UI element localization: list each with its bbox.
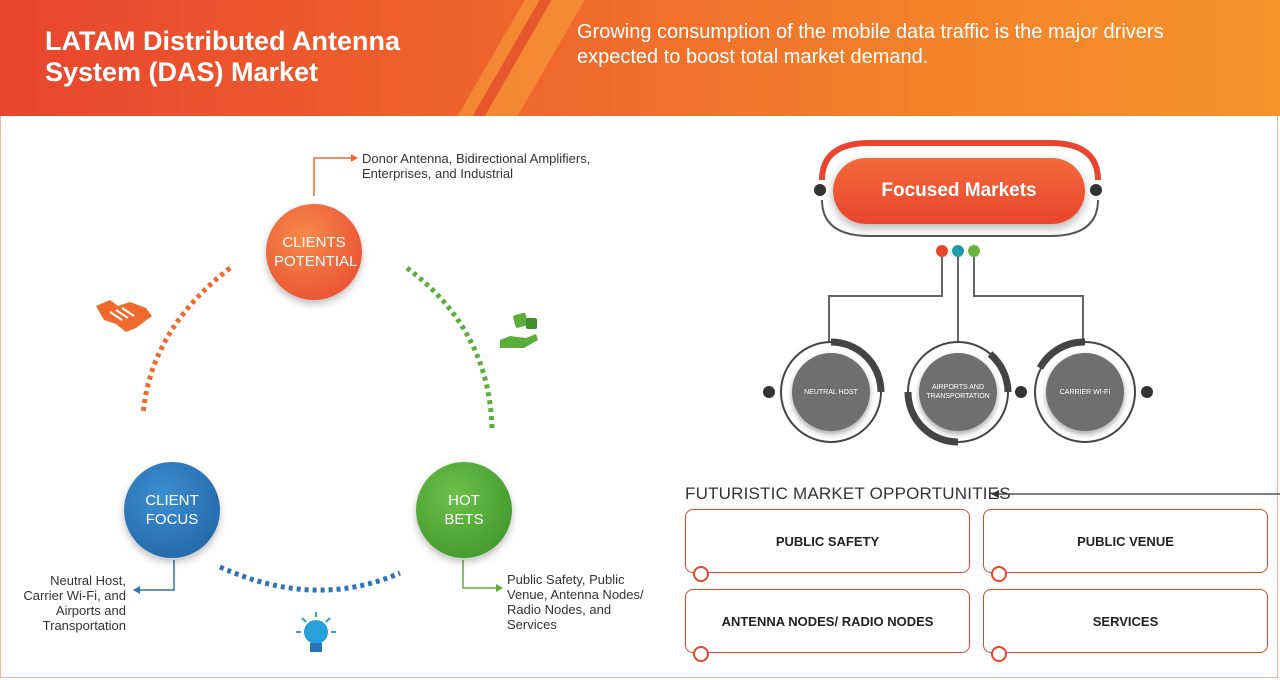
connector-clients-potential [313,157,352,196]
ring-accent-neutral-host [830,338,885,393]
ring-accent-airports-2 [987,351,1012,393]
client-focus-label: CLIENT FOCUS [145,492,199,528]
opportunities-arrow-head [991,490,999,498]
ring-accent-carrier-wifi [1036,338,1086,370]
focused-market-neutral-host: NEUTRAL HOST [792,353,870,431]
opportunity-card-services: SERVICES [983,589,1268,653]
opportunity-label: SERVICES [1092,613,1159,629]
branch-dot-3 [968,245,980,257]
clients-potential-label: CLIENTS POTENTIAL [274,234,358,270]
content-frame [0,116,1278,678]
focused-market-carrier-wifi: CARRIER WI-FI [1046,353,1124,431]
focused-market-label: NEUTRAL HOST [804,388,858,396]
opportunity-marker [693,646,709,662]
arrow-client-focus [133,586,140,594]
arrow-clients-potential [351,154,358,162]
lightbulb-icon [296,612,336,652]
page-subtitle: Growing consumption of the mobile data t… [577,21,1164,68]
opportunities-title: FUTURISTIC MARKET OPPORTUNITIES [685,484,1011,503]
connector-hot-bets [462,560,496,589]
opportunity-marker [991,566,1007,582]
pill-bracket-bottom [821,199,1099,237]
ring-accent-airports [904,391,959,446]
pill-bracket-top [819,140,1101,181]
clients-potential-node: CLIENTS POTENTIAL [266,204,362,300]
opportunity-card-public-safety: PUBLIC SAFETY [685,509,970,573]
hot-bets-label: HOT BETS [444,492,484,528]
hot-bets-node: HOT BETS [416,462,512,558]
client-focus-node: CLIENT FOCUS [124,462,220,558]
focused-markets-pill: Focused Markets [833,158,1085,224]
focused-market-label: AIRPORTS AND TRANSPORTATION [926,384,990,400]
opportunity-marker [991,646,1007,662]
opportunity-marker [693,566,709,582]
pill-endpoint-right [1090,184,1102,196]
opportunity-label: PUBLIC VENUE [1077,533,1174,549]
opportunity-card-public-venue: PUBLIC VENUE [983,509,1268,573]
client-focus-description: Neutral Host, Carrier Wi-Fi, and Airport… [23,573,126,633]
arrow-hot-bets [496,584,503,592]
hot-bets-description: Public Safety, Public Venue, Antenna Nod… [507,572,644,632]
focused-market-airports: AIRPORTS AND TRANSPORTATION [919,353,997,431]
branch-dot-2 [952,245,964,257]
ring-dot-right [1141,386,1153,398]
opportunity-card-antenna-nodes: ANTENNA NODES/ RADIO NODES [685,589,970,653]
header-banner: LATAM Distributed Antenna System (DAS) M… [0,0,1280,116]
opportunity-label: ANTENNA NODES/ RADIO NODES [721,613,934,629]
ring-dot-left [763,386,775,398]
dice-hand-icon [500,312,538,348]
branch-line-left [828,257,943,342]
arc-right [405,265,495,431]
pill-endpoint-left [814,184,826,196]
branch-line-right [973,257,1084,342]
connector-client-focus [140,560,175,591]
page-title: LATAM Distributed Antenna System (DAS) M… [45,26,400,87]
focused-market-label: CARRIER WI-FI [1059,388,1111,396]
ring-dot-mid [1015,386,1027,398]
opportunity-label: PUBLIC SAFETY [775,533,880,549]
arc-bottom [218,564,401,593]
handshake-icon [96,300,152,332]
arc-left [140,266,232,416]
branch-dot-1 [936,245,948,257]
clients-potential-description: Donor Antenna, Bidirectional Amplifiers,… [362,151,591,181]
focused-markets-title: Focused Markets [881,180,1037,201]
